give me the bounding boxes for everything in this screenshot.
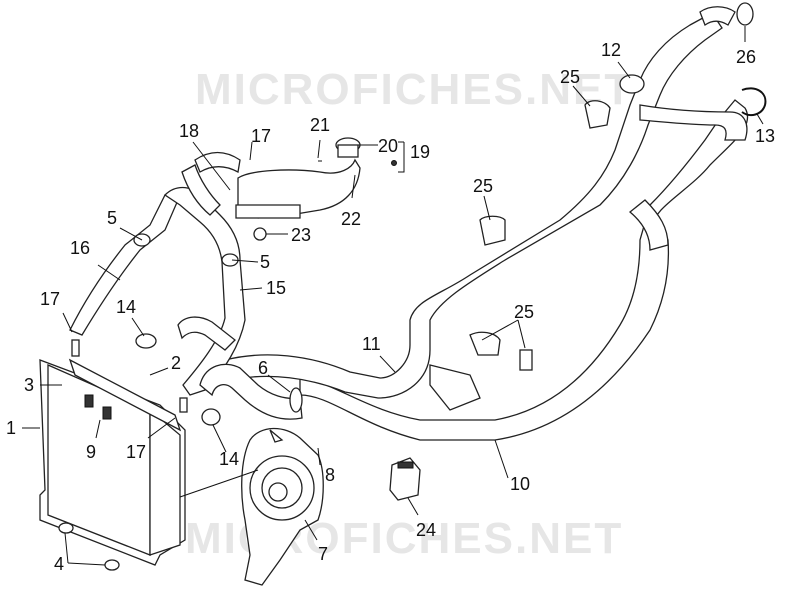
label-10: 10	[510, 474, 530, 494]
label-15: 15	[266, 278, 286, 298]
hose-15-section	[177, 316, 303, 420]
label-7: 7	[318, 544, 328, 564]
clamp-25-mid	[479, 215, 506, 246]
label-17-left: 17	[40, 289, 60, 309]
label-4: 4	[54, 554, 64, 574]
label-19: 19	[410, 142, 430, 162]
label-25-upper: 25	[560, 67, 580, 87]
label-2: 2	[171, 353, 181, 373]
clamp-26	[736, 2, 754, 26]
clamp-14-lower	[201, 408, 221, 426]
label-20: 20	[378, 136, 398, 156]
leader-lines	[22, 26, 764, 566]
hose-12-section	[639, 6, 748, 141]
label-18: 18	[179, 121, 199, 141]
label-8: 8	[325, 465, 335, 485]
clamp-25-lower	[469, 331, 533, 371]
clamp-12	[619, 74, 645, 94]
label-11: 11	[362, 334, 381, 354]
clamp-6	[289, 387, 303, 413]
cooling-fan	[241, 427, 324, 586]
label-14-lower: 14	[219, 449, 239, 469]
clamp-24	[389, 457, 421, 501]
label-21: 21	[310, 115, 330, 135]
label-25-lower: 25	[514, 302, 534, 322]
label-1: 1	[6, 418, 16, 438]
label-25-mid: 25	[473, 176, 493, 196]
radiator	[39, 339, 188, 566]
part-labels: 1 3 2 4 5 5 6 7 8 9 10 11 12 13 14 14 15…	[6, 40, 775, 574]
watermark-top: MICROFICHES.NET	[195, 65, 633, 114]
expansion-tank	[235, 137, 397, 241]
label-13: 13	[755, 126, 775, 146]
label-6: 6	[258, 358, 268, 378]
label-22: 22	[341, 209, 361, 229]
hose-11	[224, 12, 723, 411]
label-23: 23	[291, 225, 311, 245]
label-17-top: 17	[251, 126, 271, 146]
label-5-upper: 5	[107, 208, 117, 228]
label-26: 26	[736, 47, 756, 67]
label-12: 12	[601, 40, 621, 60]
clamp-13	[741, 87, 767, 117]
label-9: 9	[86, 442, 96, 462]
label-16: 16	[70, 238, 90, 258]
clamp-25-upper	[584, 100, 611, 129]
label-3: 3	[24, 375, 34, 395]
label-5-lower: 5	[260, 252, 270, 272]
clamp-14-upper	[135, 333, 157, 349]
label-17-bottom: 17	[126, 442, 146, 462]
label-14-upper: 14	[116, 297, 136, 317]
label-24: 24	[416, 520, 436, 540]
